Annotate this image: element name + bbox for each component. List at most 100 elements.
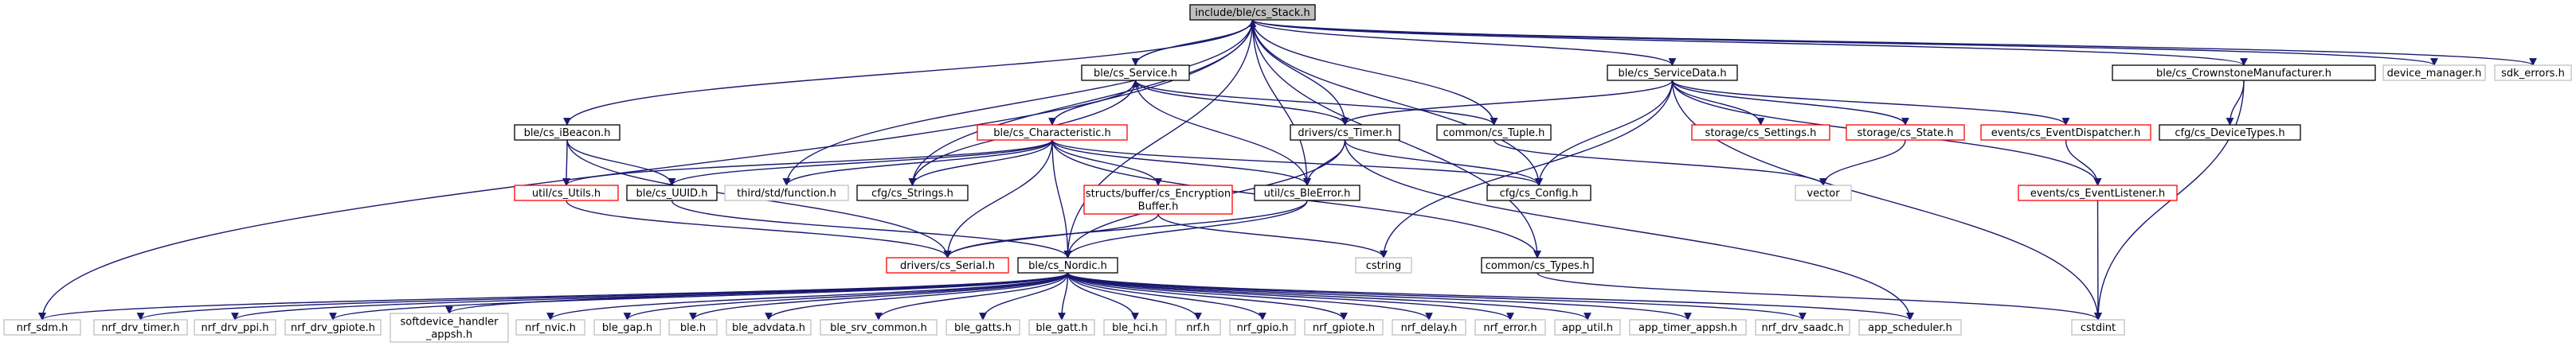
node-bleerror[interactable]: util/cs_BleError.h <box>1254 185 1360 201</box>
edge-characteristic-to-serial <box>943 139 1053 259</box>
node-ibeacon[interactable]: ble/cs_iBeacon.h <box>514 124 621 141</box>
node-nrfdrvtimer[interactable]: nrf_drv_timer.h <box>93 319 188 336</box>
node-timer[interactable]: drivers/cs_Timer.h <box>1290 124 1400 141</box>
node-tuple[interactable]: common/cs_Tuple.h <box>1436 124 1552 141</box>
edge-characteristic-to-uuid <box>667 139 1053 186</box>
node-devicemanager[interactable]: device_manager.h <box>2382 64 2486 81</box>
node-crownstonemfr[interactable]: ble/cs_CrownstoneManufacturer.h <box>2112 64 2376 81</box>
node-nrfdrvsaadc[interactable]: nrf_drv_saadc.h <box>1755 319 1850 336</box>
node-box-nrfgpio <box>1229 319 1296 336</box>
node-function[interactable]: third/std/function.h <box>724 185 849 201</box>
node-uuid[interactable]: ble/cs_UUID.h <box>626 185 718 201</box>
node-box-eventdispatcher <box>1980 124 2151 141</box>
node-label-nrfgpio: nrf_gpio.h <box>1237 322 1289 334</box>
node-sdhandler[interactable]: softdevice_handler_appsh.h <box>390 313 509 343</box>
node-blegatt[interactable]: ble_gatt.h <box>1028 319 1095 336</box>
node-label-sdhandler: softdevice_handler <box>400 317 499 329</box>
node-box-nrfh <box>1175 319 1221 336</box>
edge-tuple-to-vector <box>1493 139 1827 186</box>
node-box-bleadvdata <box>726 319 812 336</box>
edge-service-to-timer <box>1134 80 1349 126</box>
edge-nordic-to-apputil <box>1067 272 1591 321</box>
node-box-nrferror <box>1474 319 1546 336</box>
node-blesrvcommon[interactable]: ble_srv_common.h <box>820 319 938 336</box>
node-label-cstdint: cstdint <box>2081 322 2116 334</box>
node-apputil[interactable]: app_util.h <box>1554 319 1621 336</box>
node-label-nrfdelay: nrf_delay.h <box>1401 322 1458 334</box>
node-servicedata[interactable]: ble/cs_ServiceData.h <box>1607 64 1738 81</box>
node-box-blehci <box>1103 319 1167 336</box>
node-blegap[interactable]: ble_gap.h <box>593 319 661 336</box>
node-service[interactable]: ble/cs_Service.h <box>1081 64 1190 81</box>
node-strings[interactable]: cfg/cs_Strings.h <box>856 185 969 201</box>
edge-encbuffer-to-cstring <box>1157 213 1388 259</box>
node-nordic[interactable]: ble/cs_Nordic.h <box>1017 257 1118 274</box>
node-config[interactable]: cfg/cs_Config.h <box>1486 185 1591 201</box>
node-nrfgpio[interactable]: nrf_gpio.h <box>1229 319 1296 336</box>
node-nrfh[interactable]: nrf.h <box>1175 319 1221 336</box>
node-box-serial <box>886 257 1009 274</box>
node-bleadvdata[interactable]: ble_advdata.h <box>726 319 812 336</box>
node-appscheduler[interactable]: app_scheduler.h <box>1858 319 1962 336</box>
node-utils[interactable]: util/cs_Utils.h <box>514 185 619 201</box>
node-label-blesrvcommon: ble_srv_common.h <box>830 322 927 334</box>
node-box-nrfsdm <box>3 319 81 336</box>
node-box-stack <box>1189 4 1316 21</box>
node-serial[interactable]: drivers/cs_Serial.h <box>886 257 1009 274</box>
node-box-cstring <box>1355 257 1412 274</box>
node-sdkerrors[interactable]: sdk_errors.h <box>2494 64 2572 81</box>
node-label-nrfdrvppi: nrf_drv_ppi.h <box>202 322 269 334</box>
edge-nordic-to-nrfdrvtimer <box>136 272 1069 321</box>
node-nrferror[interactable]: nrf_error.h <box>1474 319 1546 336</box>
node-bleh[interactable]: ble.h <box>668 319 718 336</box>
node-vector[interactable]: vector <box>1795 185 1852 201</box>
node-devicetypes[interactable]: cfg/cs_DeviceTypes.h <box>2159 124 2301 141</box>
edge-timer-to-bleerror <box>1303 139 1346 186</box>
node-label-state: storage/cs_State.h <box>1858 127 1954 139</box>
edge-nordic-to-blegap <box>623 272 1069 321</box>
node-label-config: cfg/cs_Config.h <box>1500 188 1579 200</box>
node-label-nrfgpiote: nrf_gpiote.h <box>1313 322 1375 334</box>
edge-nordic-to-nrfdrvgpiote <box>329 272 1069 321</box>
node-nrfnvic[interactable]: nrf_nvic.h <box>515 319 585 336</box>
node-nrfdelay[interactable]: nrf_delay.h <box>1392 319 1466 336</box>
node-box-characteristic <box>977 124 1128 141</box>
edge-nordic-to-apptimerappsh <box>1067 272 1692 321</box>
edge-ibeacon-to-uuid <box>566 139 676 186</box>
node-label-stack: include/ble/cs_Stack.h <box>1195 7 1310 19</box>
node-label-blehci: ble_hci.h <box>1112 322 1158 334</box>
edge-nordic-to-sdhandler <box>445 272 1069 314</box>
node-nrfdrvppi[interactable]: nrf_drv_ppi.h <box>194 319 276 336</box>
node-label-utils: util/cs_Utils.h <box>532 188 601 200</box>
node-nrfsdm[interactable]: nrf_sdm.h <box>3 319 81 336</box>
node-types[interactable]: common/cs_Types.h <box>1481 257 1594 274</box>
node-label-uuid: ble/cs_UUID.h <box>636 188 708 200</box>
node-box-blesrvcommon <box>820 319 938 336</box>
node-nrfgpiote[interactable]: nrf_gpiote.h <box>1304 319 1384 336</box>
edge-service-to-bleerror <box>1134 80 1311 186</box>
node-state[interactable]: storage/cs_State.h <box>1846 124 1965 141</box>
node-apptimerappsh[interactable]: app_timer_appsh.h <box>1629 319 1747 336</box>
edge-characteristic-to-encbuffer <box>1051 139 1162 186</box>
edge-nordic-to-blehci <box>1067 272 1139 321</box>
node-nrfdrvgpiote[interactable]: nrf_drv_gpiote.h <box>284 319 382 336</box>
node-cstring[interactable]: cstring <box>1355 257 1412 274</box>
node-stack[interactable]: include/ble/cs_Stack.h <box>1189 4 1316 21</box>
edge-nordic-to-appscheduler <box>1067 272 1914 321</box>
node-eventlistener[interactable]: events/cs_EventListener.h <box>2018 185 2178 201</box>
node-label-timer: drivers/cs_Timer.h <box>1298 127 1392 139</box>
edge-bleerror-to-nordic <box>1063 200 1308 259</box>
node-box-cstdint <box>2071 319 2125 336</box>
node-eventdispatcher[interactable]: events/cs_EventDispatcher.h <box>1980 124 2151 141</box>
node-cstdint[interactable]: cstdint <box>2071 319 2125 336</box>
node-settings[interactable]: storage/cs_Settings.h <box>1691 124 1830 141</box>
node-box-state <box>1846 124 1965 141</box>
node-label-nordic: ble/cs_Nordic.h <box>1028 260 1107 272</box>
node-label-nrfdrvtimer: nrf_drv_timer.h <box>101 322 179 334</box>
node-box-nrfdrvgpiote <box>284 319 382 336</box>
node-box-bleh <box>668 319 718 336</box>
node-blehci[interactable]: ble_hci.h <box>1103 319 1167 336</box>
node-characteristic[interactable]: ble/cs_Characteristic.h <box>977 124 1128 141</box>
node-blegatts[interactable]: ble_gatts.h <box>945 319 1020 336</box>
